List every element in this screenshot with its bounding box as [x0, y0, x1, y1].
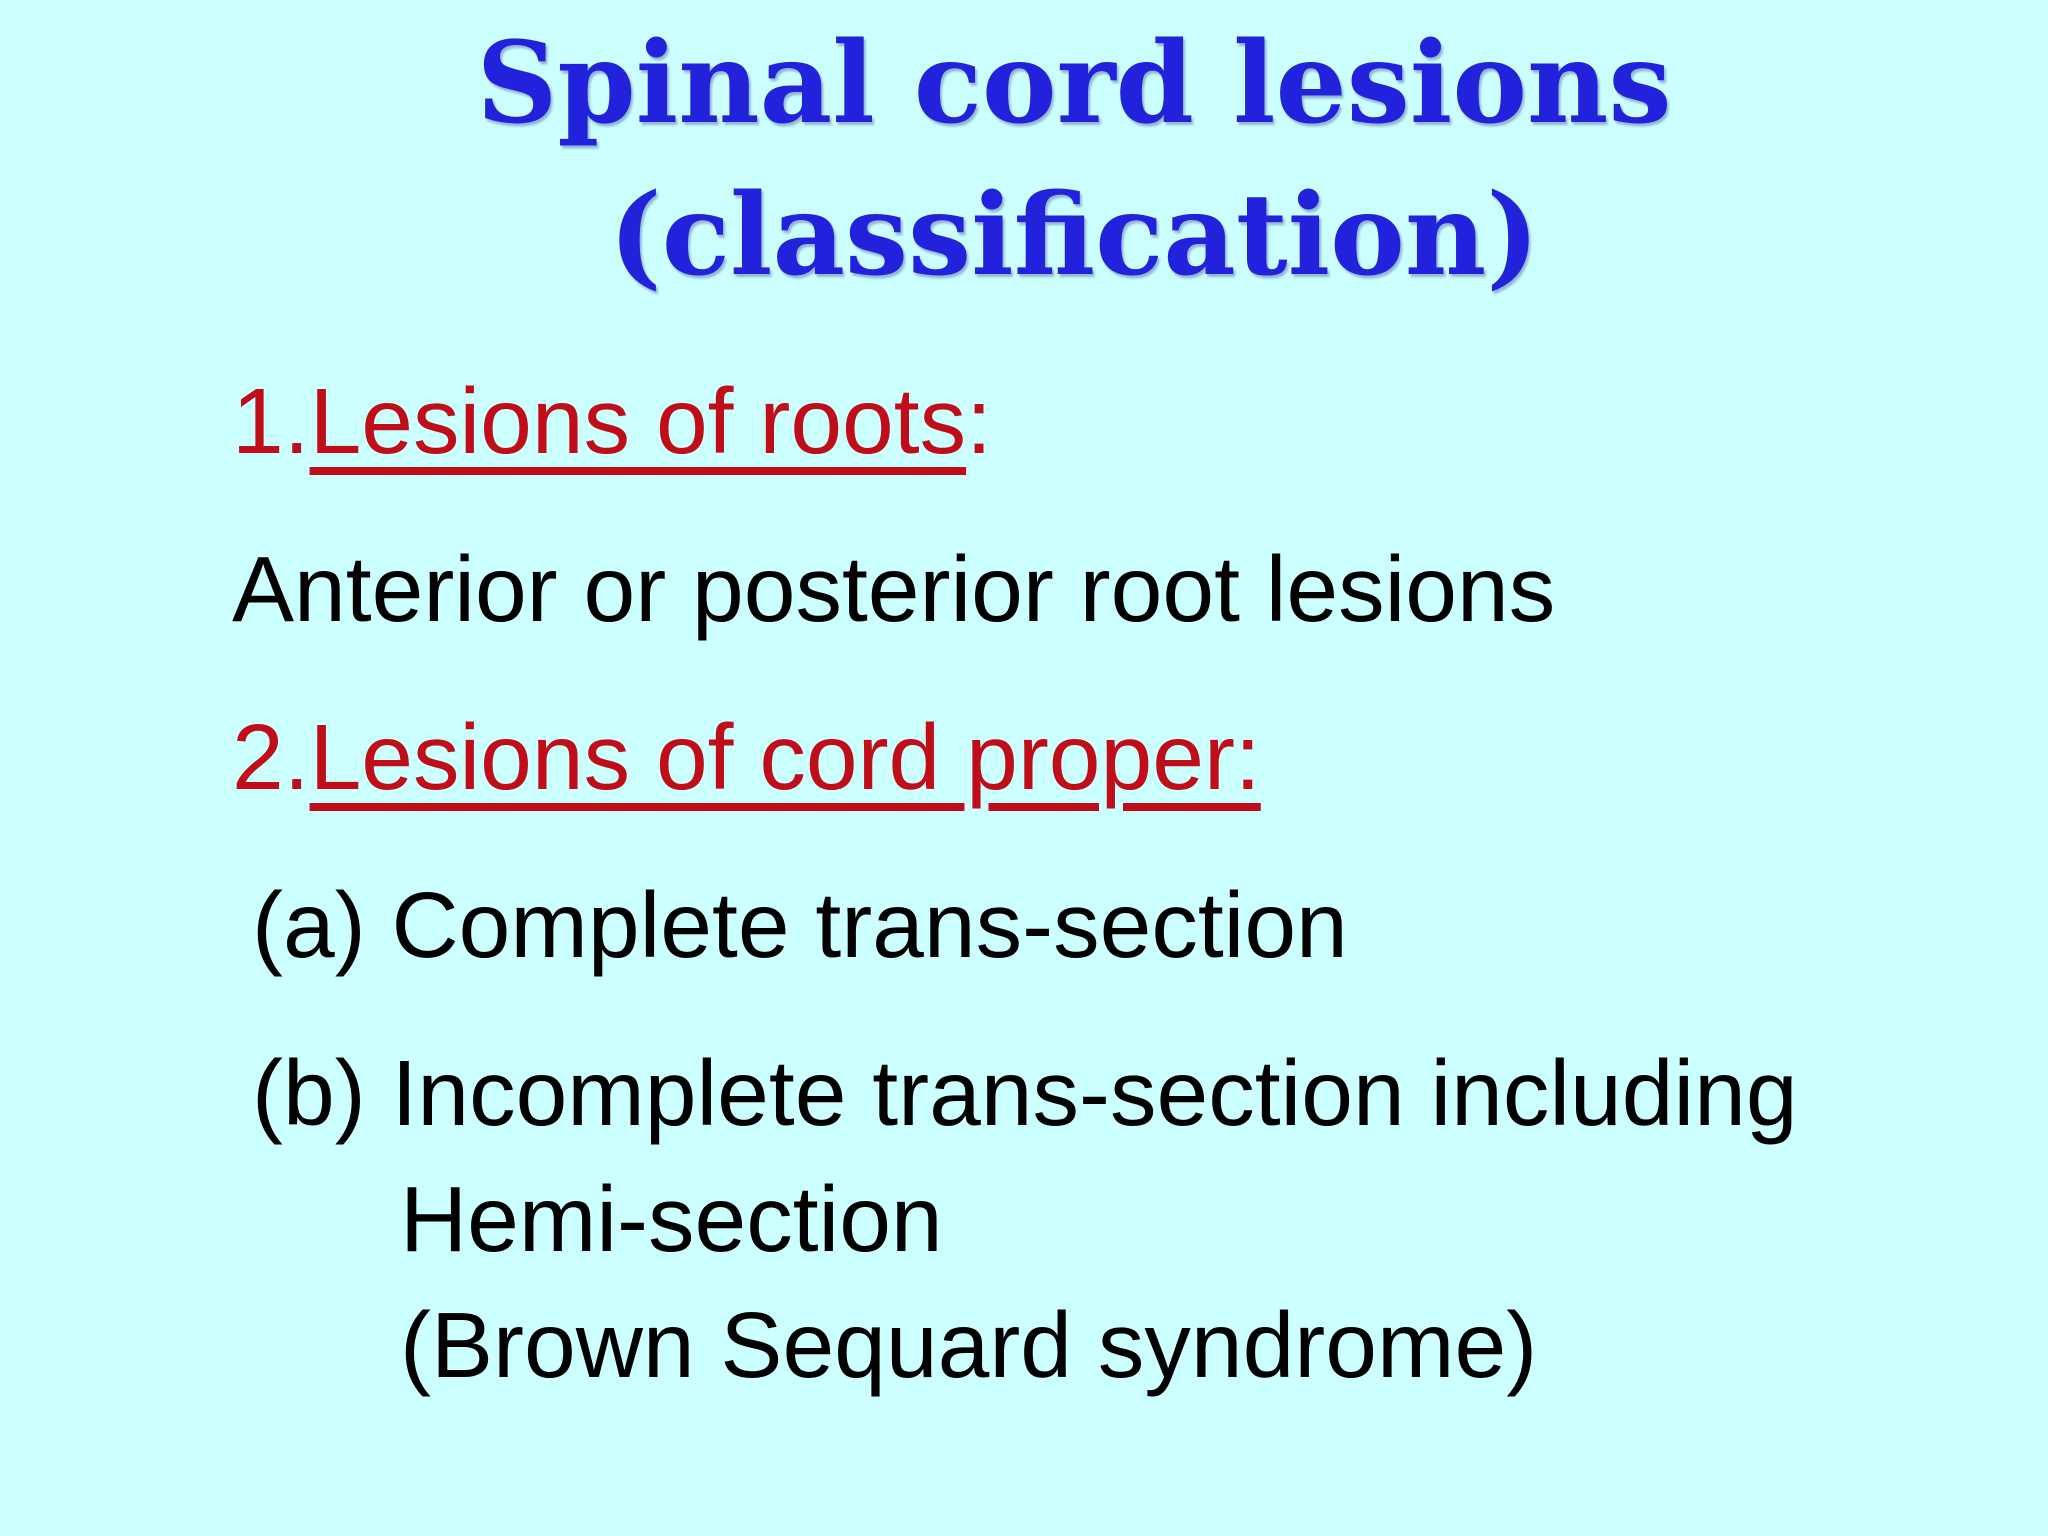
slide-title: Spinal cord lesions (classification)	[100, 8, 2048, 312]
item-b-text: Incomplete trans-section including	[391, 1041, 1798, 1145]
title-line-2: (classification)	[608, 170, 1540, 301]
item-b-continuation-hemi-section: Hemi-section	[400, 1167, 943, 1271]
item-b-continuation-brown-sequard: (Brown Sequard syndrome)	[400, 1293, 1538, 1397]
heading-1-colon: :	[966, 369, 992, 473]
item-b-incomplete-trans-section: (b) Incomplete trans-section including H…	[252, 1030, 1988, 1408]
heading-lesions-of-roots: 1.Lesions of roots:	[232, 358, 1988, 484]
item-a-text: Complete trans-section	[391, 873, 1348, 977]
heading-2-underlined-text: Lesions of cord proper:	[309, 705, 1261, 809]
line-anterior-posterior: Anterior or posterior root lesions	[232, 537, 1556, 641]
item-a-complete-trans-section: (a) Complete trans-section	[252, 862, 1988, 988]
heading-lesions-of-cord-proper: 2.Lesions of cord proper:	[232, 694, 1988, 820]
title-line-1: Spinal cord lesions	[476, 18, 1672, 149]
heading-2-number: 2.	[232, 705, 310, 809]
slide-body: 1.Lesions of roots: Anterior or posterio…	[232, 358, 1988, 1450]
item-a-label: (a)	[252, 873, 366, 977]
heading-1-underlined-text: Lesions of roots	[309, 369, 967, 473]
item-b-label: (b)	[252, 1041, 366, 1145]
heading-1-number: 1.	[232, 369, 310, 473]
